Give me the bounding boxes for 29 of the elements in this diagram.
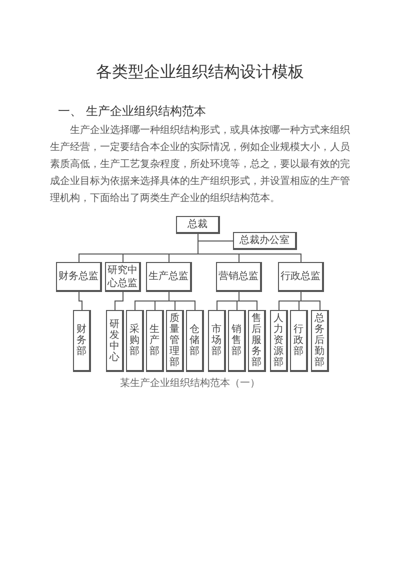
position-box: 营销总监 — [216, 262, 262, 292]
paragraph: 生产企业选择哪一种组织结构形式，或具体按哪一种方式来组织生产经营，一定要结合本企业的实际情况，例如企业规模大小，人员素质高低，生产工艺复杂程度，所处环境等，总之，要以最有效的完成企业目标为依据来选择具体的生产组织形式，并设置相应的生产管理机构，下面给出了两类生产企业的组织结构范本。 — [50, 124, 351, 206]
department-box: 财务部 — [73, 310, 91, 372]
connector-line — [198, 234, 302, 262]
position-box: 总裁 — [176, 216, 220, 234]
department-box: 生产部 — [146, 310, 164, 372]
department-box: 采购部 — [126, 310, 144, 372]
department-box: 总务后勤部 — [311, 310, 329, 372]
figure-caption: 某生产企业组织结构范本（一） — [119, 376, 261, 390]
department-box: 市场部 — [208, 310, 226, 372]
position-box: 生产总监 — [146, 262, 192, 292]
position-box: 财务总监 — [56, 262, 102, 292]
department-box: 仓储部 — [186, 310, 204, 372]
connector-line — [78, 292, 82, 310]
position-box: 研究中心总监 — [105, 262, 141, 292]
department-box: 人力资源部 — [270, 310, 288, 372]
department-box: 售后服务部 — [248, 310, 266, 372]
department-box: 行政部 — [290, 310, 308, 372]
connector-line — [114, 292, 124, 310]
section-heading: 一、 生产企业组织结构范本 — [58, 103, 206, 120]
position-box: 行政总监 — [278, 262, 324, 292]
document-title: 各类型企业组织结构设计模板 — [95, 62, 305, 83]
department-box: 研发中心 — [106, 310, 124, 372]
connector-line — [168, 292, 196, 310]
department-box: 质量管理部 — [166, 310, 184, 372]
connector-line — [238, 292, 258, 310]
position-box: 总裁办公室 — [233, 232, 297, 250]
connector-line — [300, 292, 320, 310]
department-box: 销售部 — [228, 310, 246, 372]
